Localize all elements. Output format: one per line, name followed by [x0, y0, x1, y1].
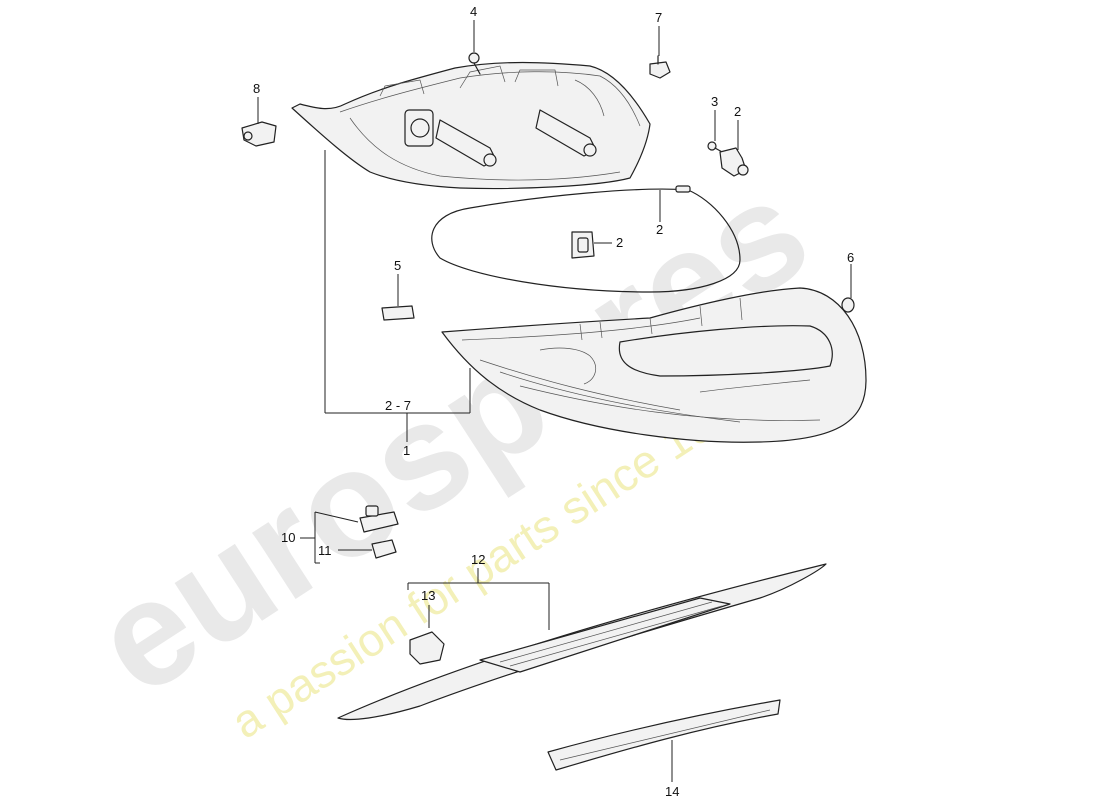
callout-12: 12 — [471, 552, 485, 567]
callout-5: 5 — [394, 258, 401, 273]
clip-part-13 — [409, 605, 445, 665]
callout-8: 8 — [253, 81, 260, 96]
callout-11: 11 — [318, 543, 332, 558]
callout-10: 10 — [281, 530, 295, 545]
bulb-part-11 — [371, 539, 397, 559]
leader-lines — [257, 20, 852, 306]
callout-3: 3 — [711, 94, 718, 109]
clip-part-5 — [381, 305, 415, 321]
nut-part-7 — [649, 55, 671, 79]
callout-bracket-12 — [407, 568, 550, 630]
callout-labels: 4 7 8 3 2 2 2 5 6 2 - 7 1 10 11 12 13 14 — [253, 4, 854, 799]
watermark: eurospares a passion for parts since 198… — [66, 145, 836, 748]
seal-ring-part-6 — [841, 297, 855, 313]
callout-7: 7 — [655, 10, 662, 25]
callout-2-holder: 2 — [734, 104, 741, 119]
tail-light-housing — [291, 61, 651, 190]
callout-4: 4 — [470, 4, 477, 19]
bulb-holder-part-2 — [719, 147, 749, 177]
callout-bracket-1 — [324, 150, 471, 442]
callout-13: 13 — [421, 588, 435, 603]
lamp-strip-part-14 — [547, 699, 781, 782]
bracket-part-8 — [241, 121, 277, 147]
callout-range-2-7: 2 - 7 — [385, 398, 411, 413]
brake-light-strip — [337, 563, 827, 721]
callout-2-gasket: 2 — [656, 222, 663, 237]
callout-14: 14 — [665, 784, 679, 799]
tail-light-lens — [441, 287, 867, 443]
callout-1: 1 — [403, 443, 410, 458]
grommet-part-2 — [571, 231, 595, 259]
callout-6: 6 — [847, 250, 854, 265]
gasket — [431, 185, 741, 293]
screw-part-4 — [468, 52, 481, 75]
callout-bracket-10 — [300, 511, 372, 564]
bulb-socket-part-10 — [359, 505, 399, 533]
screw-part-3 — [707, 141, 725, 154]
callout-2-grommet: 2 — [616, 235, 623, 250]
